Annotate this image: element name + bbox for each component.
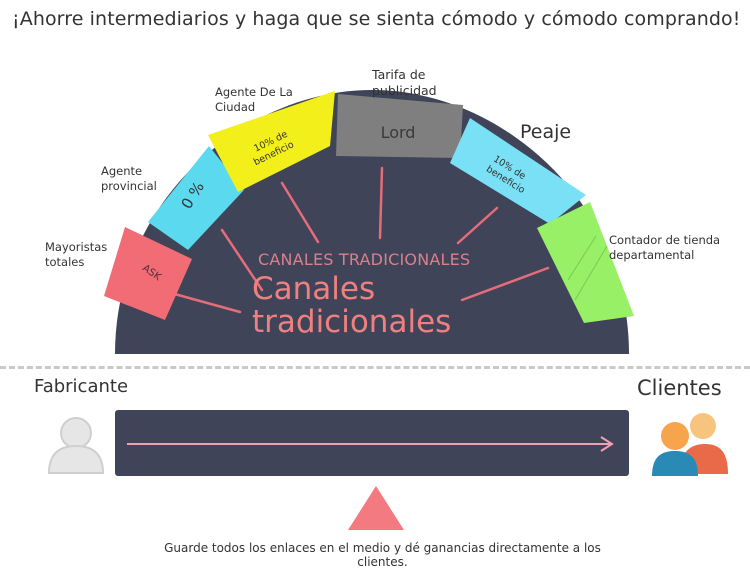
svg-text:Lord: Lord	[381, 123, 416, 142]
manufacturer-label: Fabricante	[34, 376, 129, 397]
segment-mayoristas: ASK	[104, 227, 192, 320]
label-agente-ciudad: Agente De La Ciudad	[215, 85, 293, 114]
segment-agente-ciudad: 10% de beneficio	[208, 91, 335, 192]
label-tarifa-publicidad: Tarifa de publicidad	[372, 67, 437, 98]
page-headline: ¡Ahorre intermediarios y haga que se sie…	[12, 8, 741, 30]
channel-dome-diagram: ASK 0 % 10% de beneficio Lord 10% de ben…	[104, 90, 634, 354]
label-peaje: Peaje	[520, 121, 572, 143]
spoke-6	[460, 266, 550, 302]
dashed-divider	[0, 366, 750, 369]
center-title-small: CANALES TRADICIONALES	[258, 250, 471, 269]
spoke-3	[280, 181, 320, 244]
footer-note: Guarde todos los enlaces en el medio y d…	[164, 541, 601, 569]
center-title-big: Canales tradicionales	[252, 271, 452, 340]
spoke-5	[456, 206, 499, 245]
triangle-icon	[348, 486, 404, 530]
label-contador-tienda: Contador de tienda departamental	[609, 233, 721, 262]
spoke-4	[378, 166, 384, 240]
segment-peaje: 10% de beneficio	[450, 118, 586, 224]
person-icon	[47, 417, 105, 474]
segment-contador	[537, 202, 634, 323]
segment-agente-provincial: 0 %	[148, 146, 244, 250]
spoke-2	[220, 228, 264, 292]
segment-tarifa-publicidad: Lord	[336, 94, 463, 158]
clients-label: Clientes	[637, 376, 722, 400]
arrow-icon	[127, 436, 614, 452]
label-mayoristas: Mayoristas totales	[45, 240, 108, 269]
label-agente-provincial: Agente provincial	[101, 164, 157, 193]
clients-group-icon	[652, 413, 728, 476]
